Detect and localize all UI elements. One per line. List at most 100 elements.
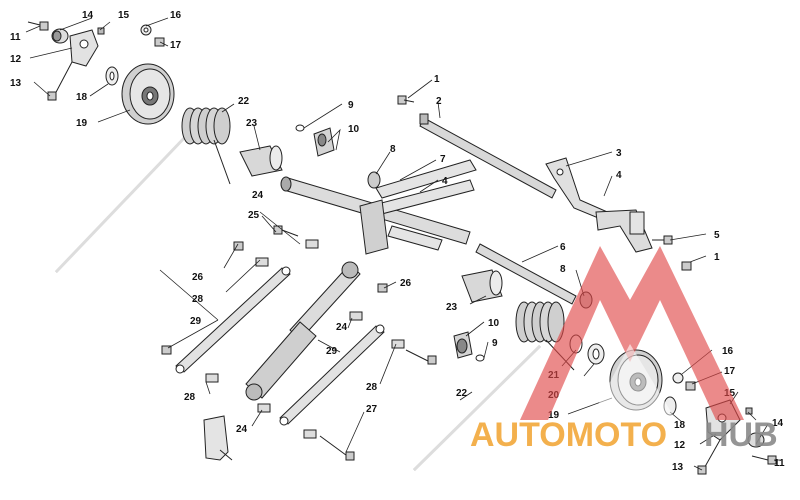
- callout-23-lower: 23: [446, 302, 458, 313]
- watermark-text-main: AUTOMOTO: [470, 416, 667, 454]
- callout-18-lower: 18: [674, 420, 686, 431]
- callout-5: 5: [714, 230, 720, 241]
- part-bolt-11-lower: [751, 455, 777, 465]
- part-spacer-28-lower-left: [205, 373, 219, 383]
- callout-1-top: 1: [434, 74, 440, 85]
- part-washer-16-top: [140, 24, 152, 36]
- watermark-text: AUTOMOTO HUB: [470, 416, 778, 454]
- callout-4-right: 4: [616, 170, 622, 181]
- callout-9-lower: 9: [492, 338, 498, 349]
- part-grease-15-lower: [745, 407, 753, 415]
- callout-24-right: 24: [336, 322, 348, 333]
- callout-19-top: 19: [76, 118, 88, 129]
- part-washer-20: [587, 343, 605, 365]
- callout-27: 27: [366, 404, 378, 415]
- part-rod-2: [419, 113, 557, 199]
- part-bolt-1-upper: [397, 95, 415, 105]
- callout-28-right: 28: [366, 382, 378, 393]
- callout-19-lower: 19: [548, 410, 560, 421]
- part-nut-1-right: [681, 261, 692, 271]
- part-bushing-14-top: [51, 28, 69, 44]
- callout-2: 2: [436, 96, 442, 107]
- part-oring-9-upper: [295, 124, 305, 132]
- callout-13-top: 13: [10, 78, 22, 89]
- part-bolt-27: [319, 435, 355, 461]
- part-bolt-25: [273, 225, 299, 237]
- callout-28-left-lower: 28: [184, 392, 196, 403]
- callout-29-right: 29: [326, 346, 338, 357]
- part-spacer-28-upper: [255, 257, 269, 267]
- part-nut-26-right: [377, 283, 388, 293]
- callout-3: 3: [616, 148, 622, 159]
- part-shock-absorber: [245, 261, 361, 401]
- part-bolt-5: [652, 235, 673, 245]
- part-nut-26-left: [233, 241, 244, 251]
- callout-8-right: 8: [560, 264, 566, 275]
- part-torsion-spring-22-left: [54, 107, 231, 274]
- callout-8-top: 8: [390, 144, 396, 155]
- part-nut-17-lower: [685, 381, 696, 391]
- part-oring-9-lower: [475, 354, 485, 362]
- part-bushing-8-upper: [367, 171, 381, 189]
- callout-26-left: 26: [192, 272, 204, 283]
- callout-14-top: 14: [82, 10, 94, 21]
- callout-1-right: 1: [714, 252, 720, 263]
- callout-12-top: 12: [10, 54, 22, 65]
- part-nut-left-end: [161, 345, 172, 355]
- callout-25: 25: [248, 210, 260, 221]
- part-spacer-23-lower: [461, 269, 503, 303]
- part-bolt-11-top: [27, 21, 49, 31]
- callout-17-top: 17: [170, 40, 182, 51]
- callout-10-lower: 10: [488, 318, 500, 329]
- part-grease-15-top: [97, 27, 105, 35]
- callout-26-right: 26: [400, 278, 412, 289]
- part-bushing-24-lower-left: [257, 403, 271, 413]
- callout-10-top: 10: [348, 124, 360, 135]
- callout-16-lower: 16: [722, 346, 734, 357]
- callout-labels: 11 14 15 16 17 12 13 18 19 22 23 9 10 8 …: [10, 10, 785, 473]
- part-torsion-spring-22-right: [412, 301, 575, 472]
- part-bolt-13-top: [47, 61, 73, 101]
- part-link-29-right: [279, 324, 385, 426]
- callout-13-lower: 13: [672, 462, 684, 473]
- part-bracket-12-top: [69, 29, 99, 67]
- callout-22-top: 22: [238, 96, 250, 107]
- part-washer-16-lower: [672, 372, 684, 384]
- callout-9-top: 9: [348, 100, 354, 111]
- callout-16-top: 16: [170, 10, 182, 21]
- part-block-10-lower: [453, 331, 473, 359]
- part-nut-17-top: [154, 37, 165, 47]
- part-shaft-6: [475, 243, 577, 305]
- callout-12-lower: 12: [674, 440, 686, 451]
- part-plate-4-right: [595, 209, 653, 253]
- callout-11-top: 11: [10, 32, 21, 43]
- callout-7: 7: [440, 154, 446, 165]
- part-block-10-upper: [313, 127, 335, 157]
- callout-28-left-upper: 28: [192, 294, 204, 305]
- callout-4-mid: 4: [442, 176, 448, 187]
- watermark-text-accent: HUB: [704, 416, 778, 454]
- callout-18-top: 18: [76, 92, 88, 103]
- callout-22-lower: 22: [456, 388, 468, 399]
- part-clevis-bottom: [203, 415, 233, 461]
- callout-23-top: 23: [246, 118, 258, 129]
- part-bushing-24-right: [349, 311, 363, 321]
- callout-6: 6: [560, 242, 566, 253]
- part-washer-18-top: [105, 66, 119, 86]
- callout-15-top: 15: [118, 10, 130, 21]
- part-crossbar-7: [280, 159, 477, 255]
- part-bushing-24-upper: [305, 239, 319, 249]
- part-spacer-right-lower: [303, 429, 317, 439]
- part-bolt-right-link: [405, 349, 437, 365]
- callout-17-lower: 17: [724, 366, 736, 377]
- part-spacer-28-right: [391, 339, 405, 349]
- callout-24-upper: 24: [252, 190, 264, 201]
- callout-14-lower: 14: [772, 418, 784, 429]
- part-link-29-left: [175, 266, 291, 374]
- part-bushing-14-lower: [747, 432, 765, 448]
- part-spacer-23-upper: [239, 145, 283, 177]
- watermark-logo: [520, 246, 744, 420]
- callout-11-lower: 11: [774, 458, 785, 469]
- watermark-mountain-icon: [520, 246, 744, 420]
